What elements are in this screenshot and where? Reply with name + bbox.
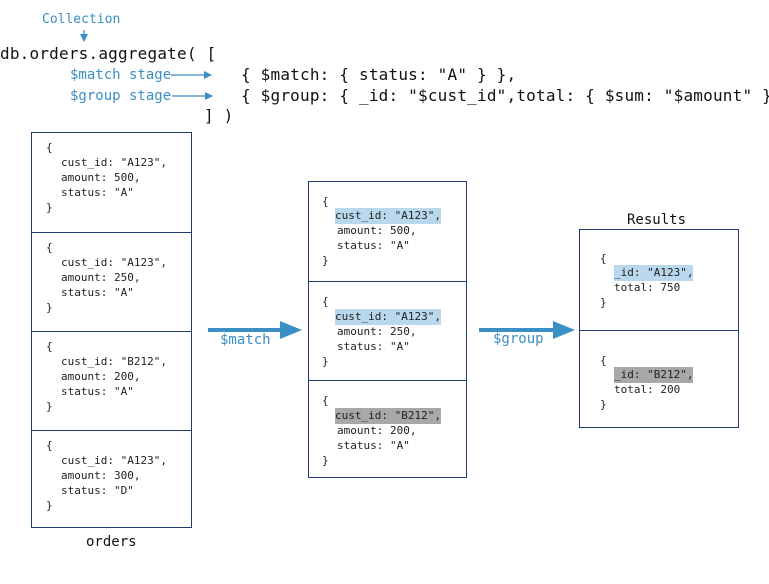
- match-flow-arrow: [208, 321, 302, 339]
- cust-id-highlight: cust_id: "A123",: [335, 208, 441, 224]
- group-stage-code: { $group: { _id: "$cust_id",total: { $su…: [241, 86, 769, 105]
- matched-document-3: { cust_id: "B212", amount: 200, status: …: [309, 380, 466, 478]
- orders-caption: orders: [86, 534, 137, 550]
- orders-document-2: { cust_id: "A123", amount: 250, status: …: [32, 232, 191, 331]
- group-id-highlight: _id: "B212",: [614, 367, 694, 383]
- closing-brackets: ] ): [204, 106, 234, 125]
- orders-document-3: { cust_id: "B212", amount: 200, status: …: [32, 331, 191, 430]
- orders-collection-box: { cust_id: "A123", amount: 500, status: …: [31, 132, 192, 528]
- orders-document-4: { cust_id: "A123", amount: 300, status: …: [32, 430, 191, 528]
- cust-id-highlight: cust_id: "A123",: [335, 309, 441, 325]
- collection-label: Collection: [42, 12, 121, 27]
- orders-document-1: { cust_id: "A123", amount: 500, status: …: [46, 141, 167, 214]
- match-arrow-label: $match: [220, 332, 271, 348]
- match-stage-label: $match stage: [70, 67, 172, 83]
- group-arrow-label: $group: [493, 331, 544, 347]
- result-document-2: { _id: "B212", total: 200 }: [580, 330, 738, 428]
- group-flow-arrow: [479, 321, 575, 339]
- results-box: { _id: "A123", total: 750 } { _id: "B212…: [579, 229, 739, 428]
- matched-documents-box: { cust_id: "A123", amount: 500, status: …: [308, 181, 467, 478]
- group-id-highlight: _id: "A123",: [614, 265, 694, 281]
- group-stage-label: $group stage: [70, 88, 172, 104]
- aggregate-call: db.orders.aggregate( [: [0, 44, 217, 63]
- matched-document-2: { cust_id: "A123", amount: 250, status: …: [309, 281, 466, 380]
- cust-id-highlight: cust_id: "B212",: [335, 408, 441, 424]
- matched-document-1: { cust_id: "A123", amount: 500, status: …: [322, 195, 441, 267]
- results-title: Results: [627, 212, 687, 228]
- result-document-1: { _id: "A123", total: 750 }: [600, 252, 694, 309]
- match-stage-code: { $match: { status: "A" } },: [241, 65, 517, 84]
